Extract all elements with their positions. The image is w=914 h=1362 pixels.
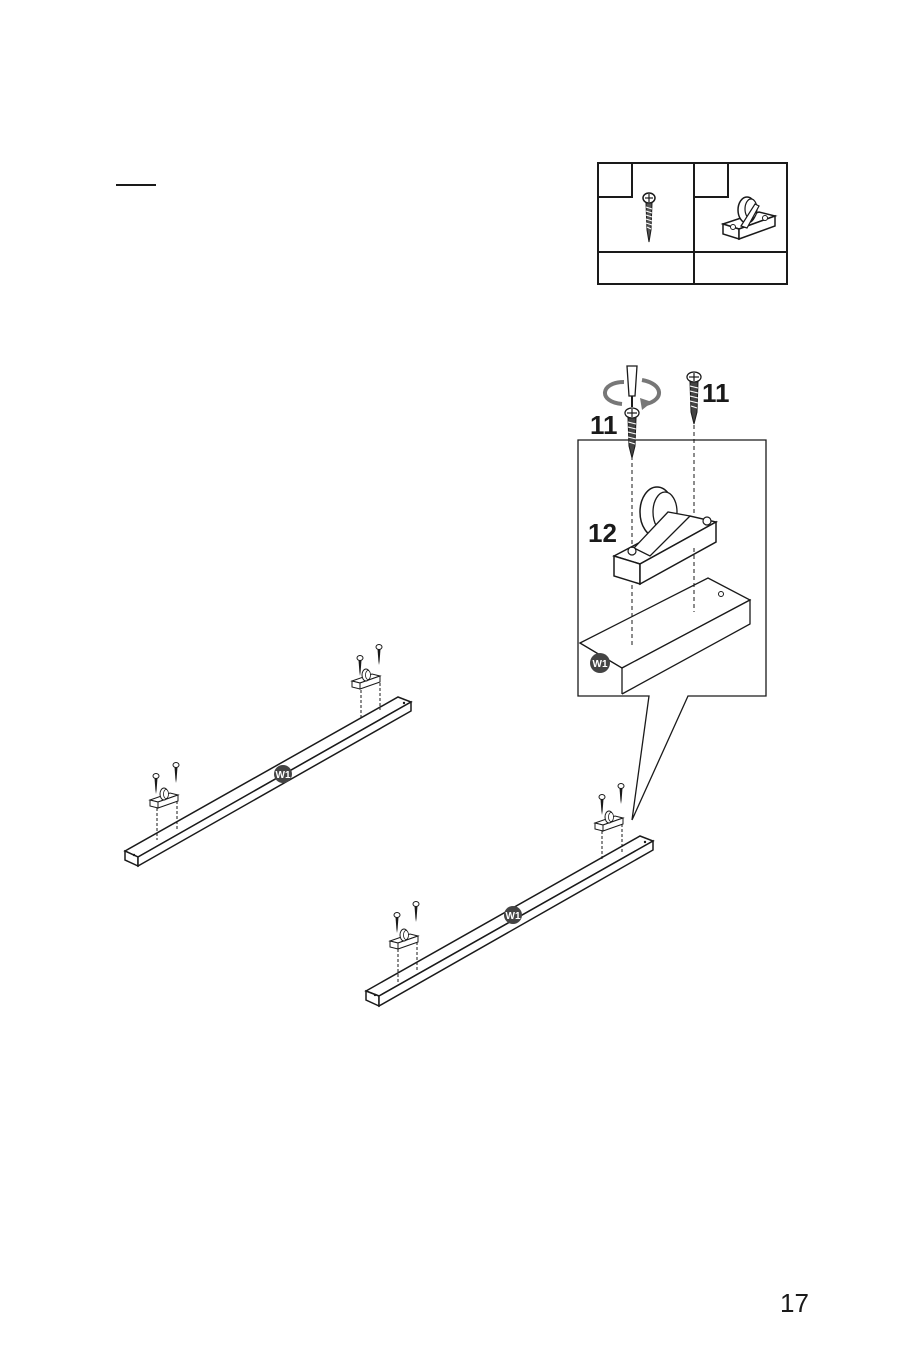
- screwdriver-icon: [627, 366, 637, 407]
- page-number: 17: [780, 1288, 840, 1319]
- wheel-callout-label: 12: [588, 518, 617, 548]
- screw-callout-label: 11: [590, 410, 618, 440]
- board-badge-label: W1: [276, 770, 291, 781]
- screw-callout-label: 11: [702, 378, 730, 408]
- screw-icon: [687, 372, 701, 424]
- detail-callout: [578, 425, 766, 820]
- board-badge-label: W1: [506, 911, 521, 922]
- mini-wheel-assembly: [352, 645, 382, 719]
- board-badge-label: W1: [593, 659, 608, 670]
- board-upper: [125, 697, 411, 866]
